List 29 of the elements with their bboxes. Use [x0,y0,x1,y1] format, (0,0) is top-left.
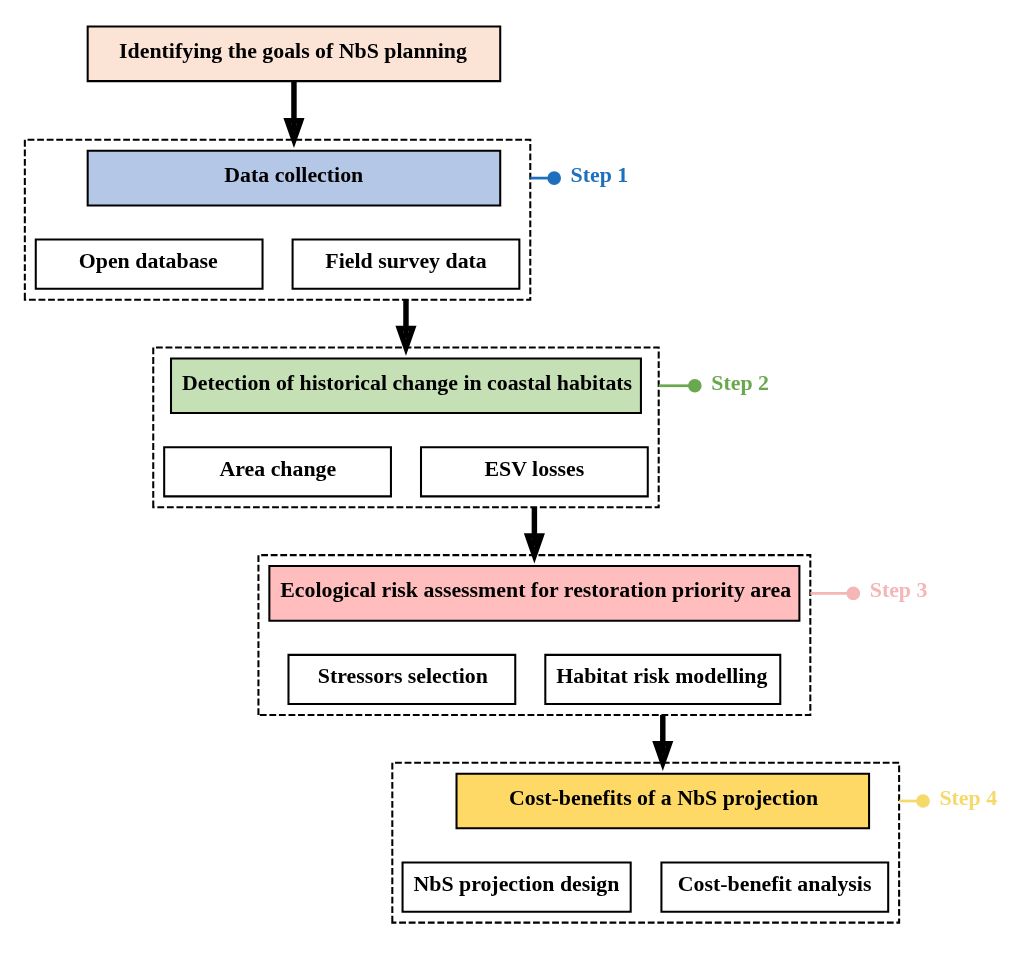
node-box: Stressors selection [287,653,517,706]
cluster [257,554,812,716]
node-box: Field survey data [291,238,521,290]
node-box: NbS projection design [401,861,632,913]
connector [530,171,561,185]
node-text: Step 1 [570,162,629,187]
node-box: Open database [34,238,264,290]
arrow [523,507,545,564]
connector [810,586,861,601]
arrow [652,714,674,772]
arrow [395,299,417,356]
node-box: Cost-benefit analysis [660,861,890,913]
node-box: Cost-benefits of a NbS projection [455,772,871,830]
connector [899,794,930,808]
node-box: ESV losses [419,446,649,498]
node-text: Step 3 [869,578,928,603]
node-text: Step 4 [939,785,998,810]
node-box: Detection of historical change in coastal habitats [170,357,642,415]
connector [658,378,702,393]
node-box: Data collection [86,149,502,207]
cluster [391,761,901,924]
cluster [152,346,660,509]
cluster [23,138,532,301]
node-box: Ecological risk assessment for restoration priority area [268,565,801,622]
arrow [283,81,305,149]
node-text: Step 2 [711,370,769,395]
node-box: Area change [163,446,392,498]
node-box: Habitat risk modelling [544,653,782,706]
node-box: Identifying the goals of NbS planning [86,25,502,83]
